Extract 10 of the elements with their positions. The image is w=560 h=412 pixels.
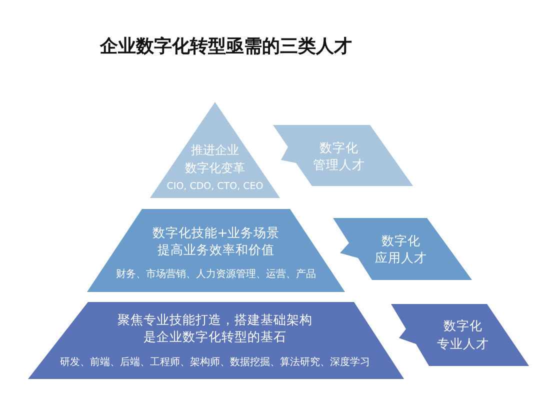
talent-label: 数字化专业人才 (436, 317, 490, 353)
role-list: 财务、市场营销、人力资源管理、运营、产品 (116, 269, 316, 281)
tier-heading: 推进企业数字化变革 (184, 142, 246, 177)
role-list: 研发、前端、后端、工程师、架构师、数据挖掘、算法研究、深度学习 (60, 357, 370, 369)
talent-label: 数字化管理人才 (312, 138, 366, 172)
role-list: CIO, CDO, CTO, CEO (166, 181, 264, 193)
diagram-title: 企业数字化转型亟需的三类人才 (100, 36, 352, 58)
tier-heading: 数字化技能+业务场景提高业务效率和价值 (152, 224, 280, 258)
talent-label: 数字化应用人才 (374, 232, 428, 266)
tier-heading: 聚焦专业技能打造，搭建基础架构是企业数字化转型的基石 (117, 310, 313, 344)
